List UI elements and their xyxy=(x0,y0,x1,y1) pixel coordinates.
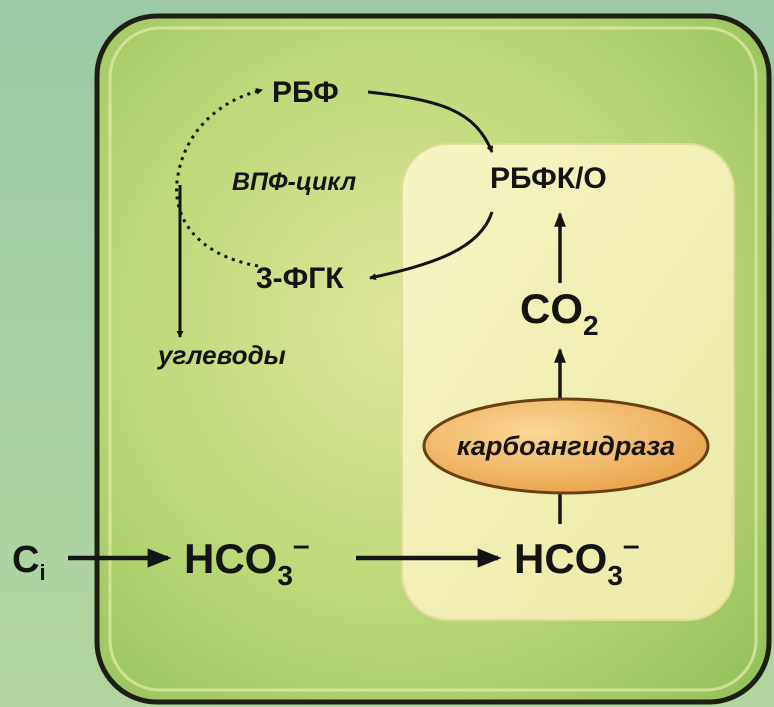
label-ci-main: C xyxy=(12,539,39,581)
label-hco3-right-main: HCO xyxy=(514,535,607,582)
label-pga: 3-ФГК xyxy=(256,262,344,295)
label-ci-sub: i xyxy=(39,560,45,585)
label-hco3-right-sub: 3 xyxy=(607,560,623,591)
label-hco3-right-sup: – xyxy=(623,529,640,562)
label-co2-main: CO xyxy=(520,285,583,332)
label-carbohydrates: углеводы xyxy=(156,340,286,370)
label-co2-sub: 2 xyxy=(583,310,599,341)
label-cycle: ВПФ-цикл xyxy=(232,168,357,196)
enzyme-ellipse xyxy=(422,397,710,495)
label-rubp: РБФ xyxy=(272,76,339,109)
label-rubisco: РБФК/О xyxy=(490,162,607,195)
label-enzyme: карбоангидраза xyxy=(457,431,675,461)
label-hco3-left-sup: – xyxy=(293,529,310,562)
arrow-regeneration-dotted xyxy=(175,87,264,268)
arrow-rubp-to-rubisco xyxy=(367,90,494,153)
arrow-rubisco-to-pga xyxy=(368,211,494,281)
label-co2: CO2 xyxy=(520,285,599,341)
label-hco3-left-main: HCO xyxy=(184,535,277,582)
inner-compartment xyxy=(401,143,735,621)
label-hco3-right: HCO3– xyxy=(514,529,640,591)
label-hco3-left: HCO3– xyxy=(184,529,310,591)
label-hco3-left-sub: 3 xyxy=(277,560,293,591)
cell-inner-rim xyxy=(108,26,758,692)
label-ci: Ci xyxy=(12,539,46,585)
